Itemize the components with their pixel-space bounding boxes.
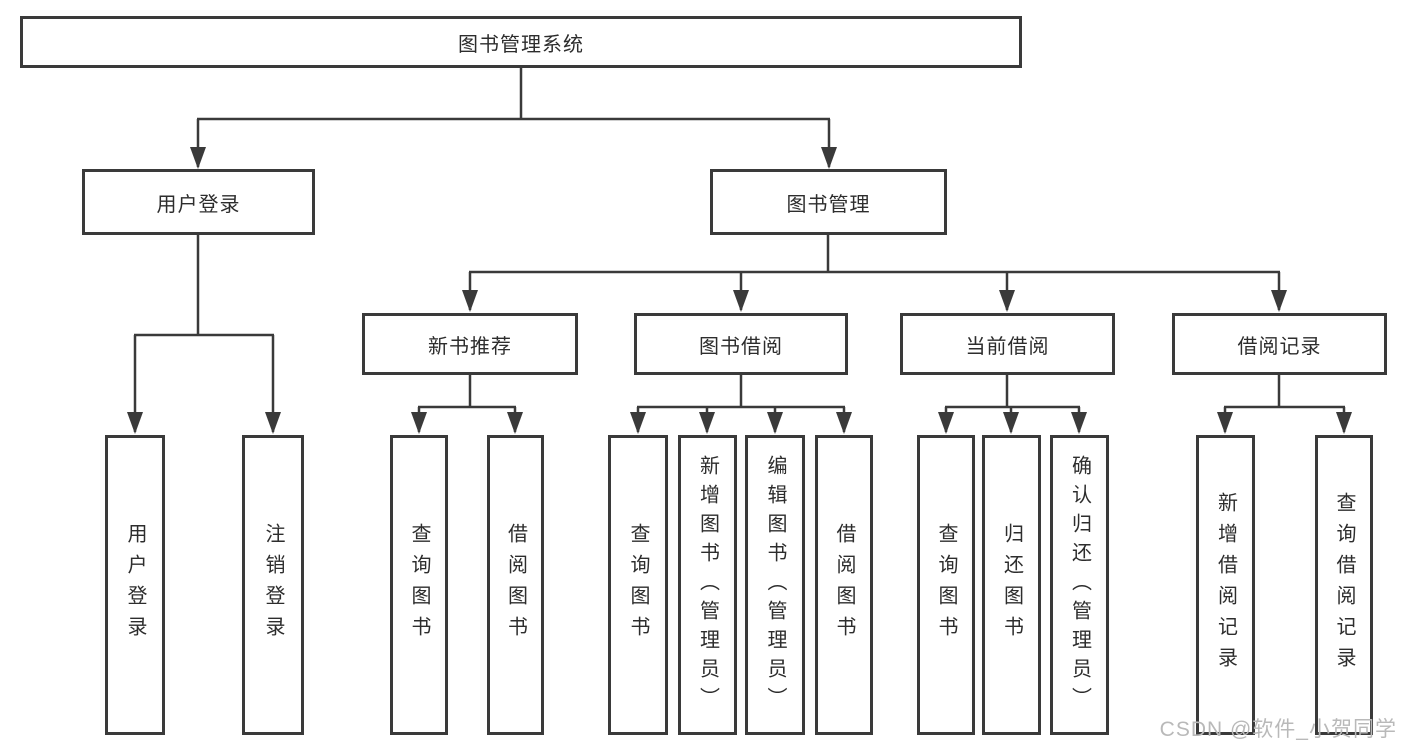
- leaf-label: 查询图书: [627, 523, 649, 647]
- node-query-books-borrowing: 查询图书: [608, 435, 668, 735]
- leaf-label: 新增图书（管理员）: [696, 454, 719, 716]
- node-return-books: 归还图书: [982, 435, 1041, 735]
- node-add-books-admin: 新增图书（管理员）: [678, 435, 737, 735]
- leaf-label: 查询图书: [935, 523, 957, 647]
- node-book-borrowing: 图书借阅: [634, 313, 848, 375]
- leaf-label: 确认归还（管理员）: [1068, 454, 1091, 716]
- node-book-management: 图书管理: [710, 169, 947, 235]
- node-borrow-books-newbook: 借阅图书: [487, 435, 544, 735]
- node-query-borrow-record: 查询借阅记录: [1315, 435, 1373, 735]
- node-current-borrowing: 当前借阅: [900, 313, 1115, 375]
- node-user-login: 用户登录: [82, 169, 315, 235]
- leaf-label: 查询借阅记录: [1333, 492, 1355, 678]
- node-add-borrow-record: 新增借阅记录: [1196, 435, 1255, 735]
- leaf-label: 归还图书: [1000, 523, 1023, 647]
- node-query-books-newbook: 查询图书: [390, 435, 448, 735]
- leaf-label: 借阅图书: [504, 523, 527, 647]
- leaf-label: 查询图书: [408, 523, 430, 647]
- csdn-watermark: CSDN @软件_小贺同学: [1159, 718, 1397, 741]
- leaf-label: 用户登录: [124, 523, 146, 647]
- node-leaf-user-login: 用户登录: [105, 435, 165, 735]
- leaf-label: 借阅图书: [833, 523, 855, 647]
- node-borrowing-records: 借阅记录: [1172, 313, 1387, 375]
- leaf-label: 编辑图书（管理员）: [764, 454, 786, 716]
- node-new-book-recommend: 新书推荐: [362, 313, 578, 375]
- node-borrow-books-borrowing: 借阅图书: [815, 435, 873, 735]
- node-confirm-return-admin: 确认归还（管理员）: [1050, 435, 1109, 735]
- node-library-system: 图书管理系统: [20, 16, 1022, 68]
- leaf-label: 新增借阅记录: [1214, 492, 1237, 678]
- node-query-books-current: 查询图书: [917, 435, 975, 735]
- leaf-label: 注销登录: [262, 523, 284, 647]
- node-edit-books-admin: 编辑图书（管理员）: [745, 435, 805, 735]
- node-leaf-logout: 注销登录: [242, 435, 304, 735]
